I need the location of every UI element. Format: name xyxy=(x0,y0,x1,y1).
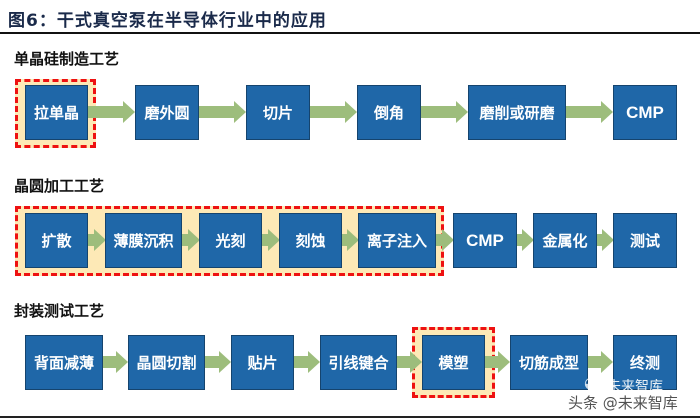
watermark-text: 头条 @未来智库 xyxy=(568,394,678,412)
process-step: 扩散 xyxy=(25,213,88,268)
flow-arrow xyxy=(103,351,128,373)
process-step: 切片 xyxy=(246,85,310,140)
process-step: 拉单晶 xyxy=(25,85,88,140)
process-step: 测试 xyxy=(613,213,677,268)
flow-arrow xyxy=(205,351,231,373)
title-divider xyxy=(0,32,700,34)
flow-arrow xyxy=(517,229,534,251)
process-step: 晶圆切割 xyxy=(128,335,205,390)
flow-arrow xyxy=(88,101,135,123)
process-step: 金属化 xyxy=(533,213,597,268)
flow-arrow xyxy=(199,101,246,123)
flow-arrow xyxy=(262,229,280,251)
process-step: 背面减薄 xyxy=(25,335,103,390)
flow-arrow xyxy=(588,351,613,373)
process-step: 贴片 xyxy=(231,335,294,390)
section-label-wafer-processing: 晶圆加工工艺 xyxy=(14,177,105,195)
section-label-single-crystal: 单晶硅制造工艺 xyxy=(14,50,120,68)
process-step: CMP xyxy=(613,85,677,140)
process-step: 终测 xyxy=(613,335,677,390)
flow-arrow xyxy=(421,101,468,123)
process-step: 倒角 xyxy=(357,85,421,140)
bottom-divider xyxy=(0,416,700,418)
process-step: 引线键合 xyxy=(320,335,397,390)
process-step: 模塑 xyxy=(422,335,485,390)
process-step: CMP xyxy=(453,213,517,268)
wechat-icon: ◕◔ xyxy=(584,373,612,392)
flow-arrow xyxy=(310,101,357,123)
figure-title: 图6：干式真空泵在半导体行业中的应用 xyxy=(8,11,327,31)
process-step: 磨削或研磨 xyxy=(468,85,566,140)
section-label-packaging-test: 封装测试工艺 xyxy=(14,302,105,320)
flow-arrow xyxy=(397,351,422,373)
process-step: 磨外圆 xyxy=(135,85,199,140)
flow-arrow xyxy=(294,351,320,373)
process-step: 刻蚀 xyxy=(279,213,342,268)
flow-arrow xyxy=(88,229,106,251)
flow-arrow xyxy=(342,229,359,251)
process-step: 离子注入 xyxy=(358,213,436,268)
process-step: 薄膜沉积 xyxy=(105,213,182,268)
watermark-top: 未来智库 xyxy=(607,379,663,395)
flow-arrow xyxy=(485,351,510,373)
flow-arrow xyxy=(436,229,454,251)
process-step: 光刻 xyxy=(199,213,262,268)
process-step: 切筋成型 xyxy=(510,335,588,390)
flow-arrow xyxy=(597,229,614,251)
flow-arrow xyxy=(566,101,613,123)
flow-arrow xyxy=(182,229,200,251)
